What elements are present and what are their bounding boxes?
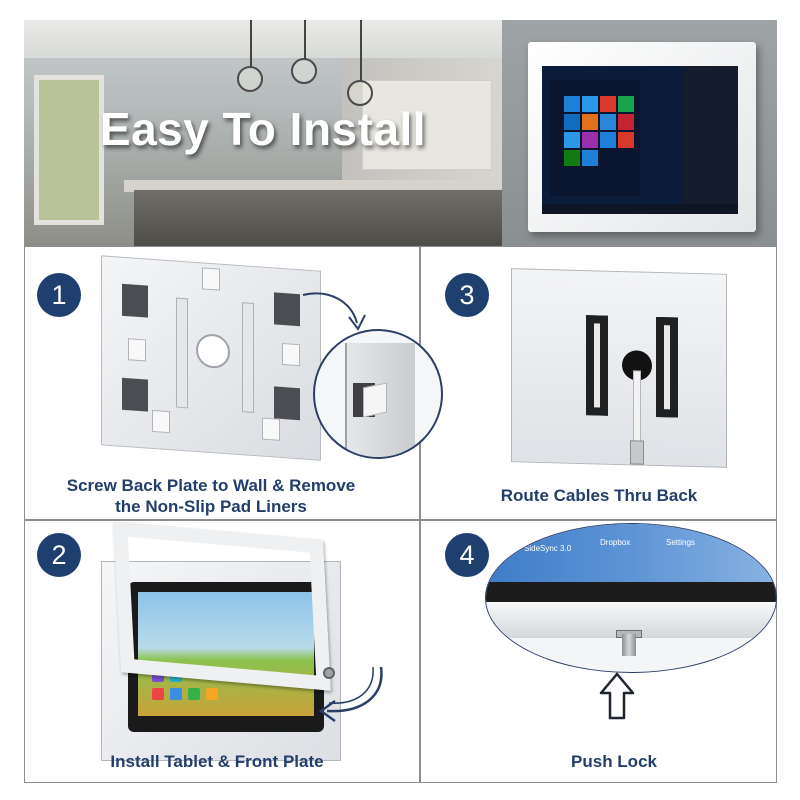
lock-knob [323,667,335,679]
step-4-panel: 4 SideSync 3.0 Dropbox Settings Push Loc… [421,521,777,783]
step-1-panel: 1 Screw Back Plate to Wall & Remove [25,247,443,519]
lock-zoom: SideSync 3.0 Dropbox Settings [485,523,777,673]
app-label-sidesync: SideSync 3.0 [524,544,572,553]
enclosure-frame [528,42,756,232]
windows-screen [542,66,738,214]
enclosure-back [511,268,727,468]
step-2-caption: Install Tablet & Front Plate [110,752,324,771]
kitchen-photo: Easy To Install [24,20,502,246]
step-4-badge: 4 [445,533,489,577]
step-2-panel: 2 Install Tablet & Front Plate [25,521,419,783]
curved-arrow-icon [318,666,383,723]
step-3-panel: 3 Route Cables Thru Back [421,247,777,519]
step-3-caption: Route Cables Thru Back [500,486,698,505]
front-plate [113,521,331,691]
step-1-caption-line1: Screw Back Plate to Wall & Remove [66,476,356,495]
up-arrow-icon [599,672,635,720]
step-1-caption: Screw Back Plate to Wall & Remove the No… [25,475,397,517]
step-1-caption-line2: the Non-Slip Pad Liners [115,497,307,516]
step-2-badge: 2 [37,533,81,577]
steps-grid: 1 Screw Back Plate to Wall & Remove [24,246,777,783]
curved-arrow-icon [302,292,366,331]
pad-liner-zoom [313,329,443,459]
banner: Easy To Install [24,20,777,246]
app-label-dropbox: Dropbox [600,538,631,547]
back-plate [101,255,321,461]
app-label-settings: Settings [666,538,695,547]
tablet [128,582,324,732]
step-4-caption: Push Lock [571,752,657,771]
wall-enclosure-photo [502,20,777,246]
tablet-screen: SideSync 3.0 Dropbox Settings [486,524,776,588]
banner-title: Easy To Install [99,103,427,155]
step-3-badge: 3 [445,273,489,317]
enclosure-open [101,561,341,761]
step-1-badge: 1 [37,273,81,317]
